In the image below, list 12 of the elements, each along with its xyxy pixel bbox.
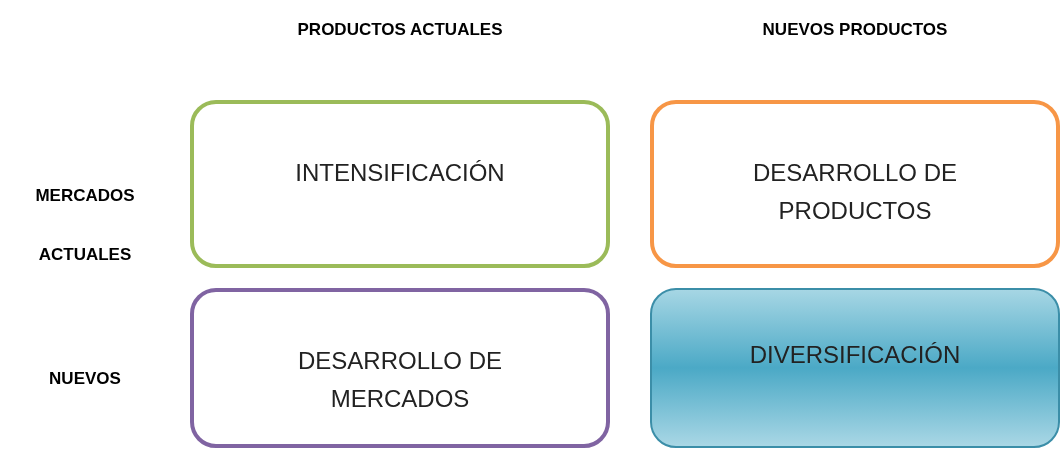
quadrant-label: INTENSIFICACIÓN [294,158,506,188]
quadrant-label: DESARROLLO DE PRODUCTOS [751,158,959,226]
quadrant-box [190,288,610,448]
axis-heading: NUEVOS [48,368,122,390]
quadrant-label: DIVERSIFICACIÓN [748,340,962,370]
quadrant-box [650,100,1060,268]
axis-heading: PRODUCTOS ACTUALES [296,19,504,41]
quadrant-box [650,288,1060,448]
quadrant-box [190,100,610,268]
quadrant-label: DESARROLLO DE MERCADOS [296,346,504,414]
axis-heading: NUEVOS PRODUCTOS [761,19,949,41]
axis-heading: MERCADOS ACTUALES [34,185,136,266]
